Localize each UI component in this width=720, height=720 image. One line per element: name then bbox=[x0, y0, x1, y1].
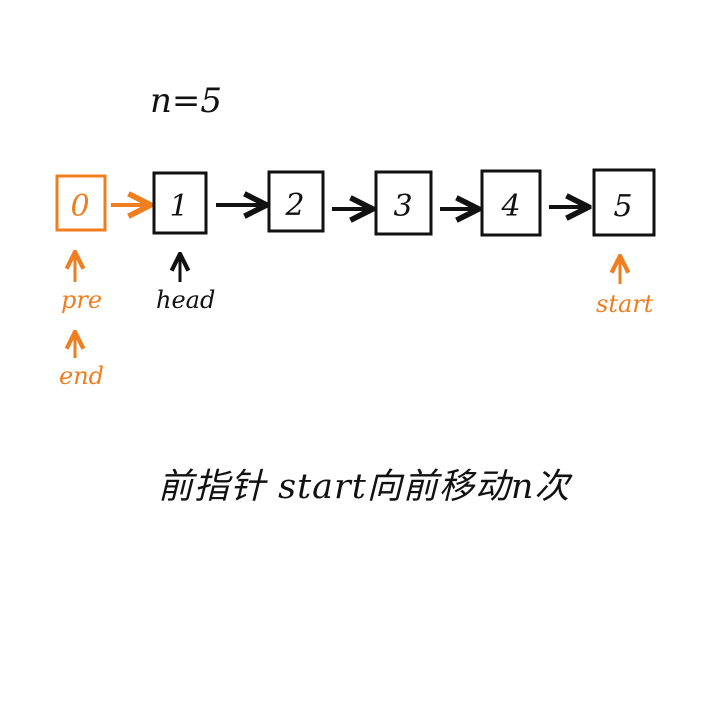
end-pointer: end bbox=[59, 334, 104, 390]
caption-text: 前指针 start向前移动n次 bbox=[158, 467, 571, 507]
list-node: 5 bbox=[592, 168, 656, 237]
dummy-node: 0 bbox=[55, 174, 107, 232]
node-value: 4 bbox=[500, 189, 520, 224]
pre-label: pre bbox=[61, 286, 102, 314]
title-label: n=5 bbox=[150, 81, 222, 121]
list-node: 1 bbox=[152, 171, 208, 235]
head-pointer: head bbox=[156, 256, 215, 314]
node-value: 3 bbox=[393, 189, 412, 224]
node-value: 1 bbox=[169, 189, 188, 224]
pre-pointer: pre bbox=[61, 254, 102, 314]
node-value: 2 bbox=[284, 188, 304, 223]
end-label: end bbox=[59, 362, 104, 390]
dummy-node-value: 0 bbox=[70, 189, 89, 224]
list-node: 3 bbox=[374, 170, 433, 236]
start-pointer: start bbox=[596, 258, 654, 318]
list-node: 2 bbox=[267, 170, 325, 233]
list-node: 4 bbox=[480, 169, 542, 237]
head-label: head bbox=[156, 286, 215, 314]
node-value: 5 bbox=[613, 189, 632, 224]
start-label: start bbox=[596, 290, 654, 318]
